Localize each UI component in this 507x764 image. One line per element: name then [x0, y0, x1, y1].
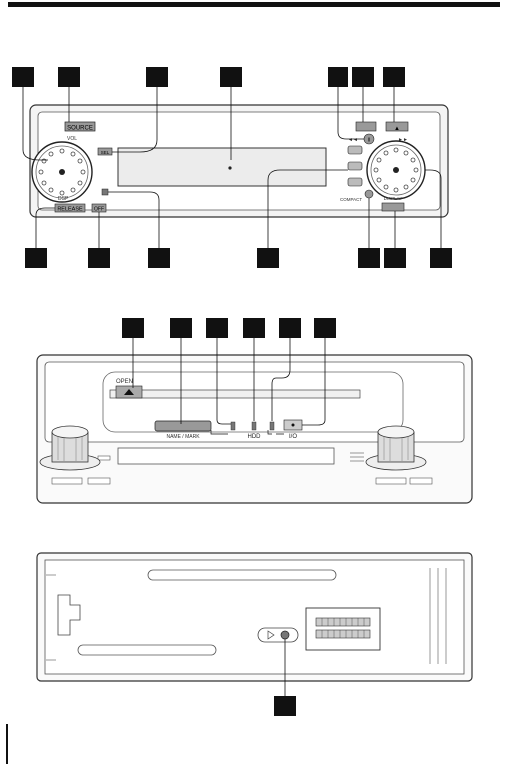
off-label: OFF [94, 207, 104, 213]
callout-box [146, 67, 168, 87]
seek-right-label: ►► [398, 137, 408, 143]
vent-lines [350, 452, 364, 462]
middle-unit: OPEN NAME / MARK HDD I/O [36, 354, 473, 504]
rear-top-slot [147, 569, 337, 581]
right-dial-dots [373, 147, 419, 193]
mode-button[interactable] [364, 189, 374, 199]
sel-button[interactable] [97, 147, 113, 156]
compact-label: COMPACT [340, 197, 362, 202]
bottom-leader-lines [35, 169, 442, 248]
callout-box [243, 318, 265, 338]
hdd-label: HDD [248, 434, 262, 440]
callout-box [148, 248, 170, 268]
eject-button[interactable] [385, 121, 409, 132]
callout-box [314, 318, 336, 338]
callout-box [279, 318, 301, 338]
seek-display-button[interactable] [355, 121, 377, 132]
callout-box [430, 248, 452, 268]
callout-box [122, 318, 144, 338]
middle-callouts [122, 318, 336, 338]
callout-box [25, 248, 47, 268]
display-center-dot [228, 166, 232, 170]
top-faceplate: SOURCE VOL SEL RELEASE OFF DSP [29, 104, 449, 218]
pause-label: II [368, 138, 371, 144]
rear-connector [305, 607, 381, 651]
source-off-button[interactable] [64, 121, 96, 132]
display-button[interactable] [381, 202, 405, 212]
preset-button-3[interactable] [347, 177, 363, 187]
reset-button[interactable] [280, 630, 290, 640]
preset-button-2[interactable] [347, 161, 363, 171]
callout-box [170, 318, 192, 338]
indicator-2 [251, 421, 257, 431]
callout-box [220, 67, 242, 87]
eject-icon [124, 389, 134, 395]
left-knob-3d[interactable] [39, 425, 101, 471]
preset-button-1[interactable] [347, 145, 363, 155]
release-label: RELEASE [57, 207, 83, 213]
callout-box [383, 67, 405, 87]
callout-box [274, 696, 296, 716]
callout-box [384, 248, 406, 268]
foot-left [51, 477, 83, 485]
top-callouts-row-1 [12, 67, 405, 87]
top-callouts-row-2 [25, 248, 452, 268]
callout-box [257, 248, 279, 268]
sel-label: SEL [101, 150, 110, 155]
display-label: DISPLAY [384, 196, 403, 201]
dsp-label: DSP [58, 196, 69, 202]
lower-bar [117, 447, 335, 465]
vol-label: VOL [67, 136, 77, 142]
callout-box [58, 67, 80, 87]
disc-slot [109, 389, 361, 399]
callout-box [88, 248, 110, 268]
indicator-3 [269, 421, 275, 431]
page-edge-marker [6, 724, 8, 764]
io-label: I/O [289, 434, 297, 440]
rear-bracket-left [57, 594, 81, 636]
foot-left-2 [87, 477, 111, 485]
rear-ribs-right [429, 568, 447, 664]
foot-right-2 [409, 477, 433, 485]
small-rect-left [97, 455, 111, 461]
right-knob-3d[interactable] [365, 425, 427, 471]
reset-housing [257, 627, 299, 643]
io-dot [291, 423, 295, 427]
middle-leader-lines [132, 338, 326, 426]
foot-right [375, 477, 407, 485]
top-leader-lines [22, 87, 395, 161]
rear-bottom-slot [77, 644, 217, 656]
aux-indicator [101, 188, 109, 196]
brand-plate [154, 420, 212, 432]
callout-box [328, 67, 348, 87]
right-control-dial[interactable] [366, 140, 426, 200]
left-dial-dots [38, 148, 86, 196]
callout-box [358, 248, 380, 268]
display-window [117, 147, 327, 187]
eject-slot-label: OPEN [116, 379, 133, 385]
brand-label: NAME / MARK [166, 434, 200, 440]
middle-brackets [210, 430, 284, 435]
rear-panel [36, 552, 473, 682]
top-rule [8, 2, 500, 7]
eject-label: ▲ [394, 126, 400, 132]
seek-left-label: ◄◄ [348, 137, 358, 143]
preset-button-column [347, 145, 363, 187]
callout-box [352, 67, 374, 87]
indicator-1 [230, 421, 236, 431]
callout-box [206, 318, 228, 338]
callout-box [12, 67, 34, 87]
source-off-label: SOURCE [67, 126, 93, 132]
reset-arrow-icon [267, 630, 275, 640]
slot-cover [102, 371, 404, 433]
left-control-dial[interactable] [31, 141, 93, 203]
rear-callout [274, 639, 296, 716]
